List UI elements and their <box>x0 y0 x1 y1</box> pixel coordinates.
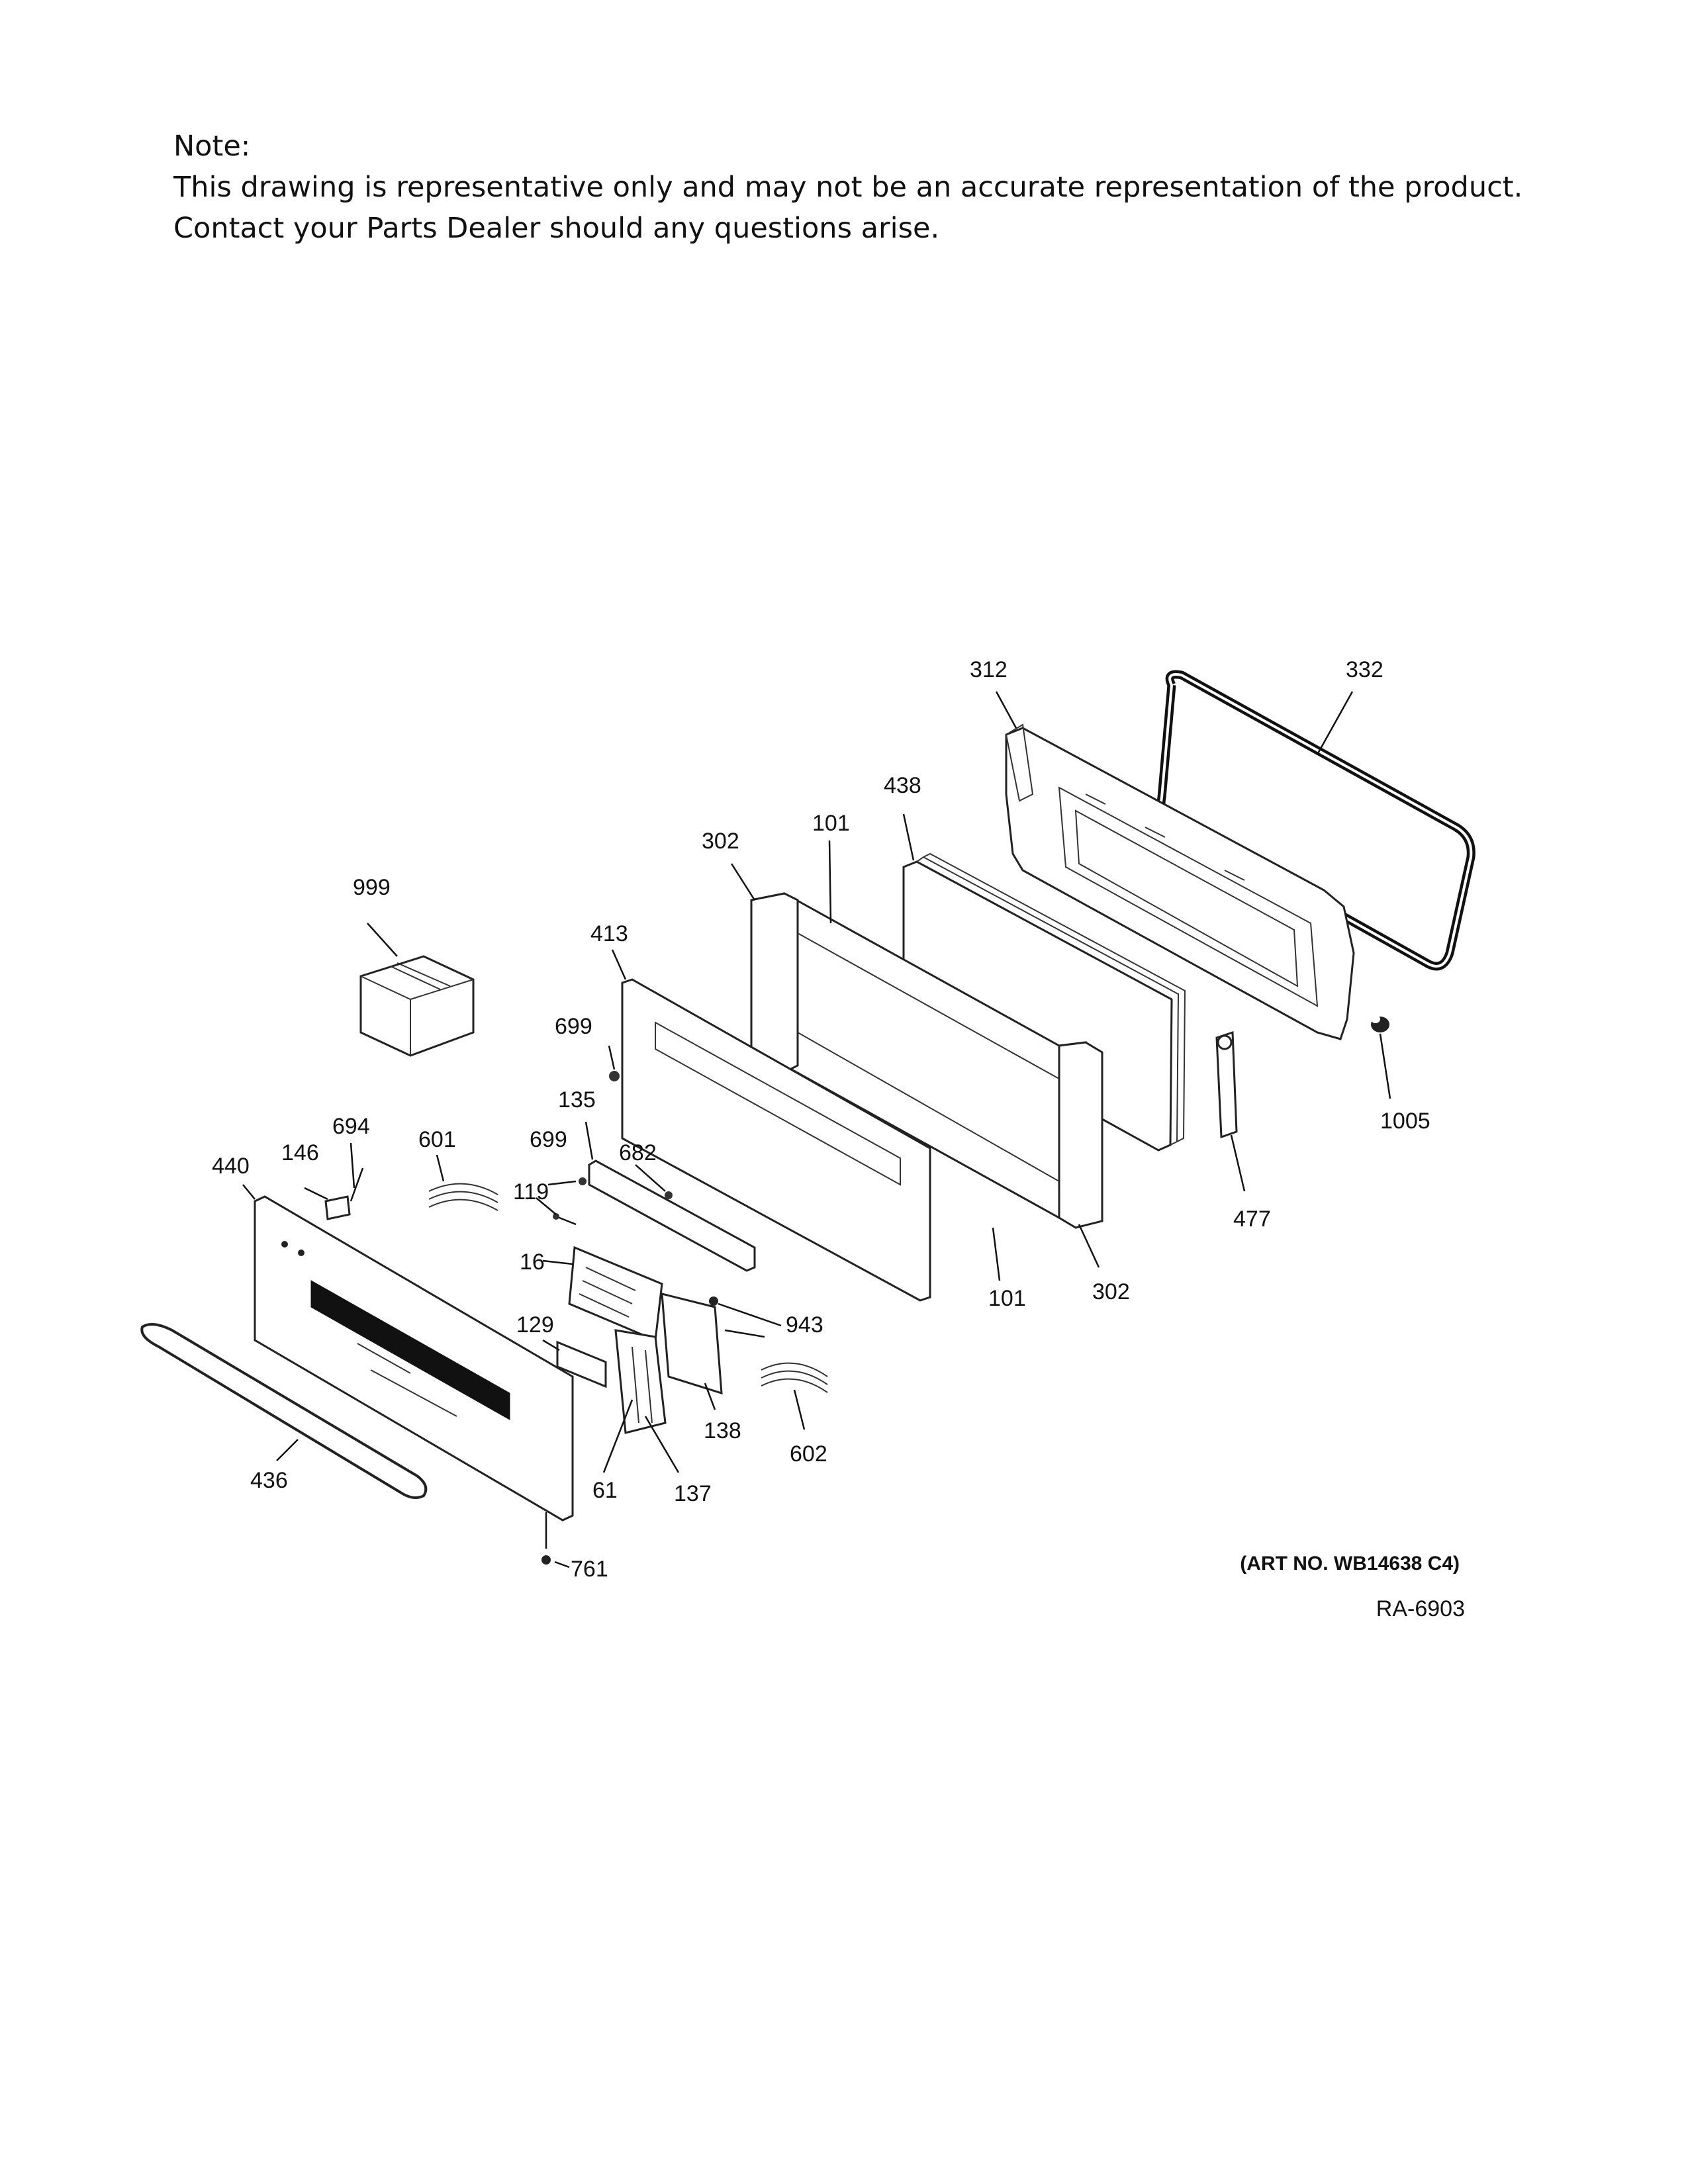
callout-440: 440 <box>212 1154 250 1179</box>
callout-436: 436 <box>250 1468 288 1493</box>
disclaimer-note: Note: This drawing is representative onl… <box>173 126 1564 249</box>
callout-413: 413 <box>590 921 628 946</box>
callout-699-upper: 699 <box>555 1014 592 1039</box>
part-302-101-insulation <box>750 892 1103 1229</box>
note-line-1: This drawing is representative only and … <box>173 171 1523 204</box>
leader-lines <box>242 691 1391 1569</box>
callout-312: 312 <box>970 657 1008 682</box>
part-477-hinge <box>1215 1030 1238 1139</box>
callout-438: 438 <box>884 773 921 798</box>
part-436-handle <box>140 1323 428 1500</box>
part-146-bracket <box>324 1195 351 1220</box>
callout-16: 16 <box>520 1250 545 1275</box>
part-135-bracket <box>588 1160 756 1272</box>
callout-694: 694 <box>332 1114 370 1139</box>
callout-138: 138 <box>704 1418 741 1443</box>
callout-101-top: 101 <box>812 811 850 836</box>
reference-code: RA-6903 <box>1376 1596 1465 1621</box>
part-943-sensor <box>709 1297 765 1338</box>
callout-1005: 1005 <box>1380 1109 1430 1134</box>
part-129-cover <box>556 1340 607 1388</box>
callout-699-lower: 699 <box>530 1127 567 1152</box>
callout-601: 601 <box>418 1127 456 1152</box>
part-413-inner-panel <box>621 978 931 1302</box>
part-440-control-panel <box>254 1195 574 1522</box>
part-601-harness <box>428 1183 498 1211</box>
callout-477: 477 <box>1233 1206 1271 1232</box>
part-312-door-frame <box>1005 723 1355 1040</box>
callout-682: 682 <box>619 1140 657 1165</box>
part-694-screw <box>350 1167 364 1202</box>
callout-332: 332 <box>1346 657 1383 682</box>
callout-129: 129 <box>516 1312 554 1338</box>
callout-602: 602 <box>790 1441 827 1467</box>
part-16-control-board <box>568 1246 663 1342</box>
part-138-bracket <box>661 1293 723 1395</box>
callout-135: 135 <box>558 1087 596 1113</box>
part-119-wire <box>553 1213 577 1226</box>
callout-761: 761 <box>571 1557 608 1582</box>
part-999-box <box>359 955 475 1057</box>
callout-302-top: 302 <box>702 829 739 854</box>
part-61-137-keypad <box>614 1329 667 1434</box>
callout-302-bottom: 302 <box>1092 1279 1130 1304</box>
part-761-screw <box>541 1555 551 1565</box>
callout-119: 119 <box>513 1179 549 1205</box>
note-line-2: Contact your Parts Dealer should any que… <box>173 212 940 245</box>
callout-999: 999 <box>353 875 391 900</box>
art-number: (ART NO. WB14638 C4) <box>1240 1553 1460 1574</box>
callout-101-bottom: 101 <box>988 1286 1026 1311</box>
part-699-screw-b <box>579 1177 586 1185</box>
callout-137: 137 <box>674 1481 712 1506</box>
part-1005-bumper <box>1371 1015 1389 1032</box>
part-602-harness <box>761 1362 828 1393</box>
callout-61: 61 <box>592 1478 618 1503</box>
part-682-screw <box>665 1191 673 1199</box>
callout-943: 943 <box>786 1312 823 1338</box>
note-heading: Note: <box>173 130 251 163</box>
part-699-screw-a <box>609 1071 620 1081</box>
callout-146: 146 <box>281 1140 319 1165</box>
